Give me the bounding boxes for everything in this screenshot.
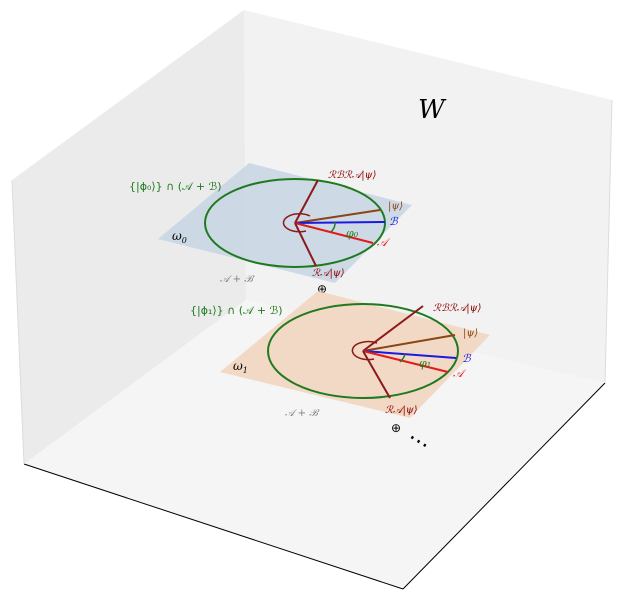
- plane-1-rbra-vector: [362, 305, 424, 352]
- plane-0-surface: [158, 163, 412, 283]
- left-pane-edge: [11, 179, 25, 465]
- plane-1-angle-label: φ₁: [419, 357, 431, 370]
- plane-1-rbra-label: ℛℬℛ𝒜|ψ⟩: [433, 303, 481, 314]
- plane-0-ra-label: ℛ𝒜|ψ⟩: [312, 268, 345, 279]
- plane-1-angle-arc: [399, 353, 406, 363]
- plane-1-ra-vector: [362, 350, 391, 399]
- plane-0-reflection-arc: [282, 213, 311, 233]
- plane-0-name: ω0: [172, 229, 187, 245]
- plane-1-set-label: {|ϕ₁⟩} ∩ (𝒜 + ℬ): [190, 304, 283, 317]
- plane-0-angle-arc: [330, 221, 336, 233]
- plane-0-b-vector: [294, 221, 386, 224]
- direct-sum-symbol-2: ⊕: [391, 421, 401, 435]
- direct-sum-symbol-1: ⊕: [317, 282, 327, 296]
- plane-0-psi-label: |ψ⟩: [388, 201, 403, 212]
- plane-1-reflection-arc: [351, 340, 378, 361]
- plane-1-ra-label: ℛ𝒜|ψ⟩: [385, 405, 418, 416]
- plane-0-rbra-label: ℛℬℛ𝒜|ψ⟩: [328, 170, 376, 181]
- plane-1-b-label: ℬ: [462, 352, 472, 365]
- right-pane: [244, 10, 612, 383]
- plane-0-rbra-vector: [294, 179, 319, 224]
- floor-front-right-edge: [402, 382, 606, 590]
- plane-0-angle-label: φ₀: [346, 227, 359, 240]
- plane-1-span-label: 𝒜 + ℬ: [285, 408, 320, 419]
- plane-0-span-label: 𝒜 + ℬ: [220, 274, 255, 285]
- plane-omega-1: {|ϕ₁⟩} ∩ (𝒜 + ℬ) ω1 ℛℬℛ𝒜|ψ⟩ |ψ⟩ ℬ 𝒜 φ₁ ℛ…: [190, 291, 490, 419]
- plane-1-psi-label: |ψ⟩: [463, 328, 478, 339]
- plane-0-psi-vector: [294, 209, 381, 224]
- floor-front-left-edge: [23, 463, 404, 590]
- plane-1-name: ω1: [233, 359, 248, 375]
- plane-0-a-vector: [294, 222, 374, 244]
- plane-1-psi-vector: [362, 334, 456, 352]
- plane-1-a-vector: [362, 350, 449, 373]
- plane-0-b-label: ℬ: [389, 215, 399, 228]
- plane-0-ra-vector: [294, 222, 317, 267]
- right-pane-edge: [604, 99, 613, 384]
- space-label: W: [418, 95, 447, 125]
- left-pane: [12, 10, 246, 464]
- plane-1-b-vector: [362, 350, 457, 359]
- plane-1-circle: [267, 303, 459, 399]
- plane-0-set-label: {|ϕ₀⟩} ∩ (𝒜 + ℬ): [129, 180, 222, 193]
- floor-pane: [24, 300, 605, 589]
